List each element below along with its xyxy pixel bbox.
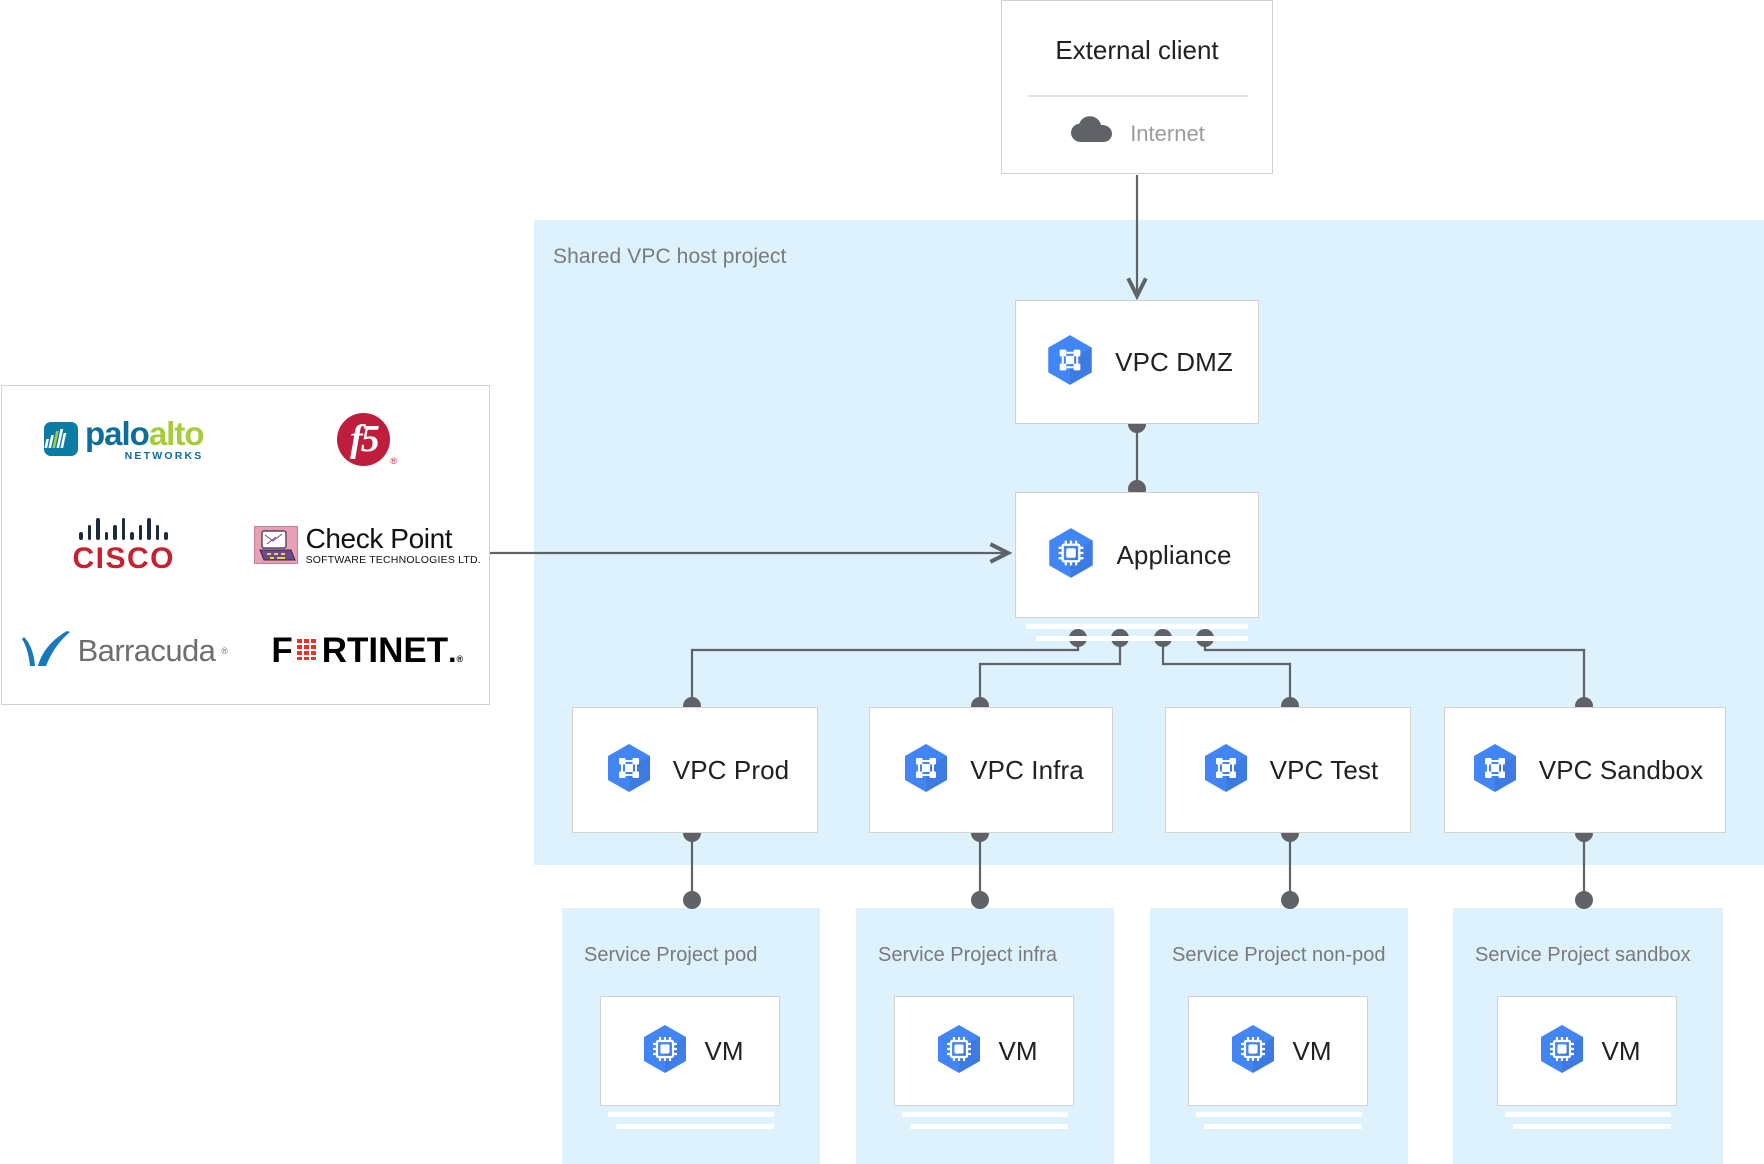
vm-stack-line-2 bbox=[910, 1124, 1068, 1129]
appliance-stack-line-2 bbox=[1036, 636, 1248, 641]
vpc-network-icon bbox=[1041, 331, 1099, 394]
vpc-test-card[interactable]: VPC Test bbox=[1165, 707, 1411, 833]
vpc-sandbox-card[interactable]: VPC Sandbox bbox=[1444, 707, 1726, 833]
barracuda-logo: Barracuda ® bbox=[20, 629, 228, 674]
vm-stack-line-1 bbox=[608, 1112, 774, 1117]
vm-label-sandbox: VM bbox=[1601, 1035, 1641, 1066]
cisco-bars-icon bbox=[79, 516, 168, 540]
vpc-network-icon bbox=[1198, 740, 1254, 801]
vpc-infra-label: VPC Infra bbox=[970, 754, 1084, 785]
paloalto-logo: paloalto NETWORKS bbox=[43, 414, 205, 462]
external-client-card[interactable]: External client Internet bbox=[1001, 0, 1273, 174]
barracuda-wordmark: Barracuda bbox=[77, 633, 216, 668]
security-vendor-panel: paloalto NETWORKS f5 ® bbox=[1, 385, 490, 705]
external-client-title: External client bbox=[1055, 35, 1219, 65]
service-project-pod-region: Service Project pod bbox=[562, 908, 820, 1164]
fortinet-dotted-o-icon bbox=[294, 637, 321, 662]
fortinet-word-2: RTINET bbox=[321, 631, 449, 670]
vpc-dmz-card[interactable]: VPC DMZ bbox=[1015, 300, 1259, 424]
paloalto-mark-icon bbox=[43, 422, 78, 456]
checkpoint-logo: Check Point SOFTWARE TECHNOLOGIES LTD. bbox=[253, 522, 481, 566]
vendor-barracuda[interactable]: Barracuda ® bbox=[2, 598, 246, 704]
cisco-wordmark: CISCO bbox=[72, 542, 175, 575]
vendor-paloalto[interactable]: paloalto NETWORKS bbox=[2, 386, 246, 492]
external-client-divider bbox=[1028, 95, 1248, 97]
barracuda-fin-icon bbox=[20, 629, 72, 674]
vpc-network-icon bbox=[1467, 740, 1523, 801]
appliance-label: Appliance bbox=[1116, 539, 1232, 570]
paloalto-word-1: palo bbox=[84, 414, 150, 452]
vm-chip-icon bbox=[1225, 1021, 1281, 1082]
vendor-f5[interactable]: f5 ® bbox=[246, 386, 490, 492]
appliance-stack-line-1 bbox=[1026, 624, 1248, 629]
fortinet-logo: F RTINET . ® bbox=[271, 631, 464, 670]
vm-card-infra[interactable]: VM bbox=[894, 996, 1074, 1106]
cloud-icon bbox=[1069, 116, 1113, 151]
vm-label-non-pod: VM bbox=[1292, 1035, 1332, 1066]
cisco-logo: CISCO bbox=[72, 516, 175, 574]
checkpoint-tagline: SOFTWARE TECHNOLOGIES LTD. bbox=[305, 553, 481, 566]
f5-logo: f5 ® bbox=[337, 412, 398, 466]
vpc-dmz-label: VPC DMZ bbox=[1115, 346, 1233, 377]
vpc-prod-label: VPC Prod bbox=[672, 754, 790, 785]
paloalto-word-2: alto bbox=[148, 414, 205, 452]
appliance-chip-icon bbox=[1042, 524, 1100, 587]
appliance-card[interactable]: Appliance bbox=[1015, 492, 1259, 618]
barracuda-registered-mark: ® bbox=[221, 646, 228, 656]
vpc-network-icon bbox=[601, 740, 657, 801]
service-project-pod-label: Service Project pod bbox=[584, 944, 758, 966]
service-project-sandbox-label: Service Project sandbox bbox=[1475, 944, 1691, 966]
service-project-infra-label: Service Project infra bbox=[878, 944, 1057, 966]
vm-stack-line-2 bbox=[616, 1124, 774, 1129]
checkpoint-wordmark: Check Point bbox=[305, 522, 453, 554]
f5-registered-mark: ® bbox=[390, 455, 398, 466]
vendor-fortinet[interactable]: F RTINET . ® bbox=[246, 598, 490, 704]
vm-stack-line-1 bbox=[1196, 1112, 1362, 1117]
service-project-non-pod-label: Service Project non-pod bbox=[1172, 944, 1386, 966]
vendor-cisco[interactable]: CISCO bbox=[2, 492, 246, 598]
vm-stack-line-2 bbox=[1513, 1124, 1671, 1129]
vm-chip-icon bbox=[1534, 1021, 1590, 1082]
service-project-non-pod-region: Service Project non-pod VM bbox=[1150, 908, 1408, 1164]
vpc-test-label: VPC Test bbox=[1269, 754, 1379, 785]
vpc-sandbox-label: VPC Sandbox bbox=[1538, 754, 1704, 785]
internet-label: Internet bbox=[1130, 120, 1205, 146]
vpc-infra-card[interactable]: VPC Infra bbox=[869, 707, 1113, 833]
vpc-network-icon bbox=[898, 740, 954, 801]
vm-card-non-pod[interactable]: VM bbox=[1188, 996, 1368, 1106]
f5-mark-icon: f5 bbox=[337, 412, 391, 466]
vm-card-pod[interactable]: VM bbox=[600, 996, 780, 1106]
service-project-sandbox-region: Service Project sandbox VM bbox=[1453, 908, 1723, 1164]
checkpoint-mark-icon bbox=[253, 526, 298, 564]
service-project-infra-region: Service Project infra VM bbox=[856, 908, 1114, 1164]
shared-vpc-host-project-label: Shared VPC host project bbox=[553, 245, 787, 268]
vm-chip-icon bbox=[637, 1021, 693, 1082]
vendor-checkpoint[interactable]: Check Point SOFTWARE TECHNOLOGIES LTD. bbox=[246, 492, 490, 598]
fortinet-registered-mark: ® bbox=[456, 654, 464, 664]
vm-stack-line-1 bbox=[902, 1112, 1068, 1117]
vm-card-sandbox[interactable]: VM bbox=[1497, 996, 1677, 1106]
vm-label-infra: VM bbox=[998, 1035, 1038, 1066]
vm-stack-line-1 bbox=[1505, 1112, 1671, 1117]
vm-stack-line-2 bbox=[1204, 1124, 1362, 1129]
fortinet-word-1: F bbox=[271, 631, 293, 670]
paloalto-tagline: NETWORKS bbox=[124, 449, 204, 462]
vm-label-pod: VM bbox=[704, 1035, 744, 1066]
vm-chip-icon bbox=[931, 1021, 987, 1082]
vpc-prod-card[interactable]: VPC Prod bbox=[572, 707, 818, 833]
